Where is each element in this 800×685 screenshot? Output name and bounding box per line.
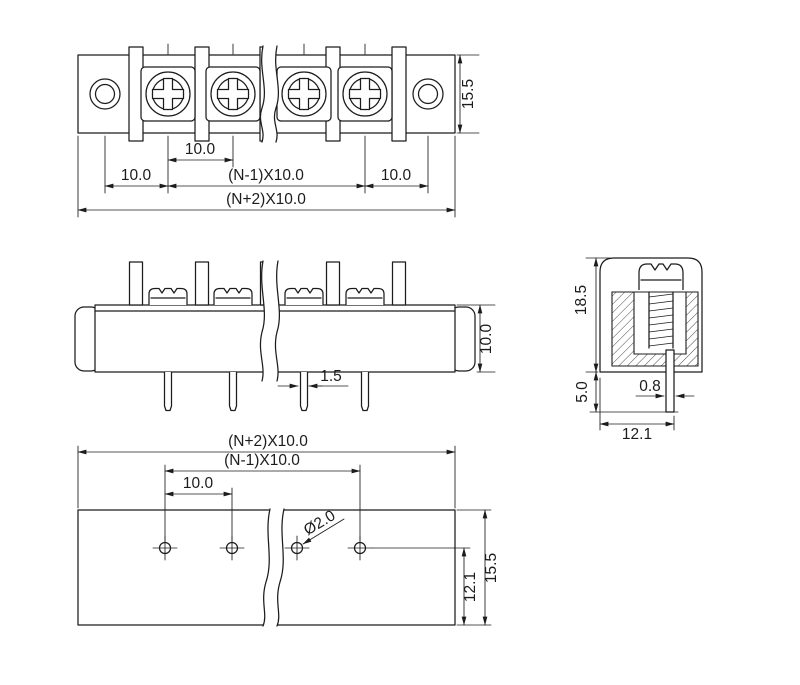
break-line: [259, 45, 265, 143]
barrier-tab: [391, 261, 407, 306]
dim-right-margin: 10.0: [381, 167, 412, 184]
break-line: [274, 260, 280, 382]
solder-pin: [299, 371, 309, 412]
terminal-screw: [276, 66, 332, 122]
dim-pin-width: 1.5: [320, 368, 342, 385]
leader-line: [302, 518, 345, 545]
break-line: [273, 45, 279, 143]
housing-walls-hatched: [611, 291, 699, 367]
side-view: 18.5 5.0 0.8 12.1: [573, 257, 703, 443]
terminal-screw: [337, 66, 393, 122]
barrier-tab: [391, 46, 407, 142]
dim-left-margin: 10.0: [121, 167, 152, 184]
terminal-screw: [205, 66, 261, 122]
break-gap: [260, 261, 280, 381]
bottom-view: (N+2)X10.0 (N-1)X10.0 10.0 Ø2.0 12.1 15.…: [77, 433, 500, 627]
break-gap: [260, 46, 279, 142]
terminal-screw: [140, 66, 196, 122]
dim-pitch: 10.0: [183, 475, 214, 492]
dim-total-width: (N+2)X10.0: [226, 191, 306, 208]
break-line: [259, 260, 265, 382]
barrier-tab: [325, 261, 341, 306]
screw-head: [213, 287, 253, 306]
break-line: [262, 508, 271, 627]
screw-threads: [648, 291, 674, 349]
dim-depth: 12.1: [622, 426, 652, 443]
solder-pin: [228, 371, 238, 412]
dim-total-width: (N+2)X10.0: [228, 433, 308, 450]
screw-head: [148, 287, 188, 306]
dim-pitch: 10.0: [185, 141, 216, 158]
side-view-dimensions: 18.5 5.0 0.8 12.1: [573, 257, 695, 443]
screw-head: [284, 287, 324, 306]
dim-body-height: 10.0: [478, 324, 495, 355]
top-view-dimensions: 10.0 10.0 (N-1)X10.0 10.0 (N+2)X10.0 15.…: [77, 54, 480, 218]
pin-holes: [152, 535, 373, 561]
dim-hole-offset: 12.1: [462, 572, 479, 602]
front-view-dimensions: 1.5 10.0: [277, 304, 496, 389]
solder-pin: [163, 371, 173, 412]
front-view: 1.5 10.0: [74, 260, 496, 412]
break-gap: [263, 509, 284, 626]
dim-side-height: 18.5: [573, 285, 590, 315]
solder-pin: [360, 371, 370, 412]
dim-height: 15.5: [460, 79, 477, 109]
barrier-tab: [128, 261, 144, 306]
top-view: 10.0 10.0 (N-1)X10.0 10.0 (N+2)X10.0 15.…: [77, 43, 480, 218]
break-line: [276, 508, 285, 627]
dim-span-n1: (N-1)X10.0: [224, 452, 300, 469]
side-screw-head: [638, 263, 684, 290]
screw-head: [345, 287, 385, 306]
barrier-tab: [194, 261, 210, 306]
dim-depth: 15.5: [483, 553, 500, 583]
dim-pin-length: 5.0: [574, 381, 591, 403]
side-solder-pin: [665, 349, 675, 413]
dim-span-n1: (N-1)X10.0: [228, 167, 304, 184]
dim-pin-thickness: 0.8: [639, 378, 661, 395]
